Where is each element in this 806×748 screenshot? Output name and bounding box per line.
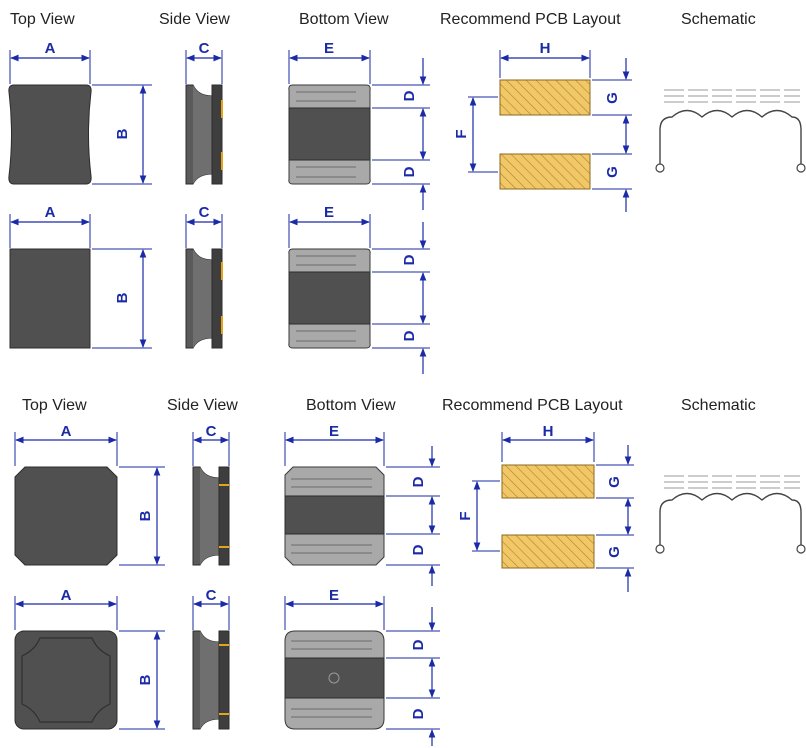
- terminal-circle: [655, 544, 665, 554]
- header-side-view: Side View: [159, 11, 230, 28]
- component-body: [8, 84, 92, 185]
- terminal-circle: [796, 544, 806, 554]
- dim-label-d: D: [401, 254, 418, 265]
- dim-label-b: B: [137, 510, 154, 521]
- schematic-2: [655, 475, 806, 554]
- dim-label-b: B: [114, 292, 131, 303]
- terminal-circle: [655, 163, 665, 173]
- dim-label-d: D: [410, 708, 427, 719]
- top-view-2: A B: [9, 204, 152, 349]
- bottom-view-2: E D D: [288, 204, 430, 374]
- dim-label-e: E: [329, 423, 339, 440]
- header-top-view: Top View: [10, 11, 75, 28]
- side-view-4: C: [192, 587, 230, 730]
- header-side-view: Side View: [167, 397, 238, 414]
- schematic-1: [655, 89, 806, 173]
- dim-label-e: E: [324, 204, 334, 221]
- bottom-view-1: E D D: [288, 40, 430, 210]
- component-body: [14, 466, 118, 566]
- dim-label-c: C: [206, 587, 217, 604]
- header-schematic: Schematic: [681, 11, 756, 28]
- section-2-headers: Top View Side View Bottom View Recommend…: [22, 397, 756, 414]
- dim-label-g: G: [606, 546, 623, 558]
- header-pcb-layout: Recommend PCB Layout: [440, 11, 621, 28]
- dim-label-b: B: [114, 128, 131, 139]
- header-bottom-view: Bottom View: [299, 11, 389, 28]
- coil-winding: [659, 492, 802, 545]
- top-view-1: A B: [8, 40, 152, 185]
- pcb-pad: [499, 79, 591, 116]
- header-pcb-layout: Recommend PCB Layout: [442, 397, 623, 414]
- coil-winding: [659, 109, 802, 165]
- dim-label-g: G: [604, 92, 621, 104]
- dim-label-a: A: [61, 423, 72, 440]
- dim-label-g: G: [606, 476, 623, 488]
- dim-label-d: D: [410, 544, 427, 555]
- dim-label-e: E: [324, 40, 334, 57]
- pcb-layout-1: H F G G: [453, 40, 632, 212]
- side-view-1: C: [185, 40, 223, 185]
- top-view-3: A B: [14, 423, 165, 566]
- header-top-view: Top View: [22, 397, 87, 414]
- pcb-pad: [501, 534, 595, 569]
- dim-label-d: D: [401, 166, 418, 177]
- dim-label-c: C: [206, 423, 217, 440]
- dim-label-a: A: [45, 40, 56, 57]
- side-view-2: C: [185, 204, 223, 349]
- dim-label-d: D: [410, 639, 427, 650]
- header-schematic: Schematic: [681, 397, 756, 414]
- component-body: [14, 630, 118, 730]
- pcb-pad: [501, 464, 595, 499]
- dim-label-h: H: [540, 40, 551, 57]
- dim-label-c: C: [199, 204, 210, 221]
- dim-label-b: B: [137, 674, 154, 685]
- side-view-3: C: [192, 423, 230, 566]
- dim-label-d: D: [401, 90, 418, 101]
- dim-label-d: D: [410, 476, 427, 487]
- component-body: [9, 248, 91, 349]
- terminal-circle: [796, 163, 806, 173]
- pcb-pad: [499, 153, 591, 190]
- section-1-headers: Top View Side View Bottom View Recommend…: [10, 11, 756, 28]
- header-bottom-view: Bottom View: [306, 397, 396, 414]
- dim-label-d: D: [401, 330, 418, 341]
- pcb-layout-2: H F G G: [457, 423, 634, 592]
- dim-label-f: F: [457, 511, 474, 520]
- dim-label-a: A: [45, 204, 56, 221]
- dim-label-a: A: [61, 587, 72, 604]
- dim-label-e: E: [329, 587, 339, 604]
- dim-label-h: H: [543, 423, 554, 440]
- dim-label-c: C: [199, 40, 210, 57]
- dim-label-g: G: [604, 166, 621, 178]
- top-view-4: A B: [14, 587, 165, 730]
- bottom-view-4: E D D: [284, 587, 440, 746]
- bottom-view-3: E D D: [284, 423, 440, 586]
- dim-label-f: F: [453, 129, 470, 138]
